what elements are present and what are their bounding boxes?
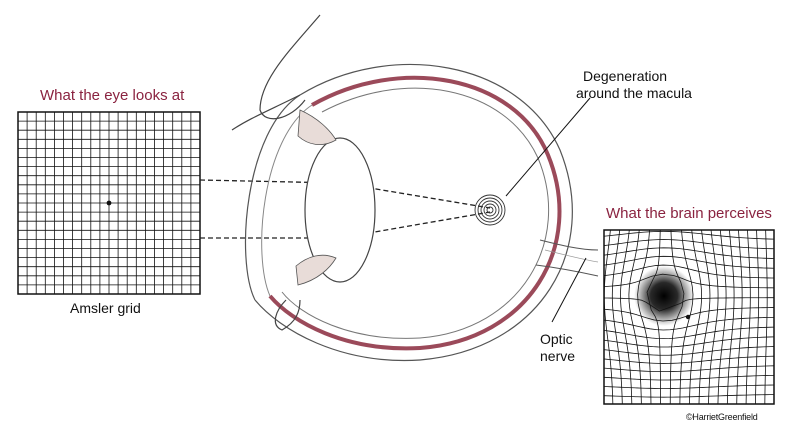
macula-pointer: [505, 97, 591, 197]
amsler-label: Amsler grid: [70, 300, 141, 316]
credit-label: ©HarrietGreenfield: [686, 412, 758, 422]
optic-label-line1: Optic: [540, 331, 573, 347]
distorted-grid-line: [604, 375, 774, 381]
distorted-grid-line: [604, 384, 774, 389]
optic-nerve-pointer: [551, 257, 587, 323]
distorted-grid-line: [604, 394, 774, 398]
distorted-grid-line: [596, 227, 603, 405]
grid-center-dot: [106, 200, 112, 206]
degeneration-label-line2: around the macula: [576, 85, 692, 101]
amsler-grid: [17, 111, 201, 295]
distorted-grid-line: [764, 230, 768, 404]
ciliary-body: [295, 109, 337, 286]
macula: [474, 194, 506, 226]
eyeball: [244, 63, 573, 362]
eye-looks-label: What the eye looks at: [40, 87, 185, 104]
distorted-grid: [596, 223, 775, 405]
distorted-grid-line: [755, 230, 760, 404]
brain-perceives-label: What the brain perceives: [606, 205, 772, 222]
distorted-center-dot: [685, 314, 691, 320]
eyelid: [231, 14, 321, 331]
dark-spot: [634, 266, 694, 326]
optic-label-line2: nerve: [540, 348, 576, 364]
degeneration-label-line1: Degeneration: [583, 68, 668, 84]
optic-nerve: [535, 239, 599, 277]
distorted-grid-line: [601, 223, 774, 229]
lens: [304, 137, 376, 283]
